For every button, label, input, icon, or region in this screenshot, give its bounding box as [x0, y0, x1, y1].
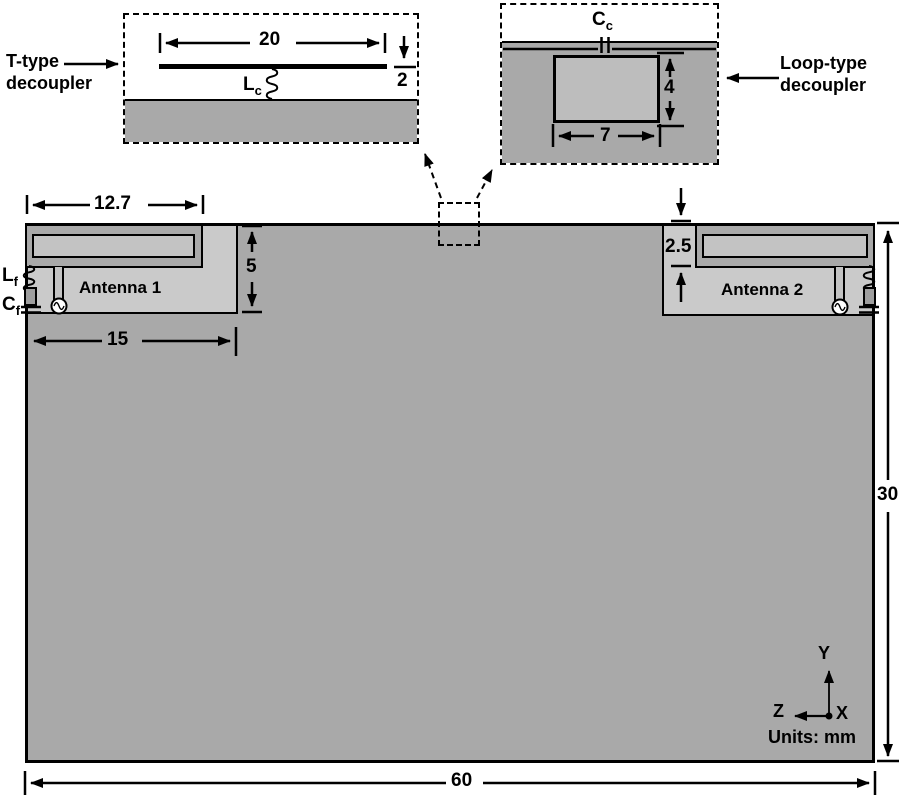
pointer-to-t-inset [424, 153, 442, 199]
t-type-label-line2: decoupler [6, 73, 93, 93]
t-type-inset-ground [125, 99, 417, 142]
dim-12-7-value: 12.7 [94, 193, 131, 214]
axis-x-label: X [836, 703, 849, 723]
dim-5-value: 5 [246, 256, 257, 277]
axis-y-label: Y [818, 643, 831, 663]
dim-60 [23, 771, 877, 795]
antenna2-label: Antenna 2 [721, 280, 804, 299]
t-type-inset-box [123, 13, 419, 144]
dim-60-value: 60 [451, 770, 473, 791]
lc-label: Lc [243, 74, 262, 98]
t-type-strip [159, 64, 387, 69]
dim-2-5-value: 2.5 [665, 236, 692, 257]
antenna2-strip-slot [702, 234, 868, 258]
dim-7-value: 7 [600, 125, 611, 146]
loop-type-label-line2: decoupler [780, 75, 867, 95]
antenna1-strip-slot [32, 234, 195, 258]
units-label: Units: mm [768, 727, 857, 747]
axis-z-label: Z [773, 701, 784, 721]
dim-30-value: 30 [877, 484, 899, 506]
dim-2-value: 2 [397, 70, 408, 91]
dim-15-value: 15 [107, 329, 129, 350]
loop-type-label-line1: Loop-type [780, 53, 867, 73]
t-type-label-line1: T-type [6, 51, 60, 71]
lf-label-left: Lf [2, 265, 18, 289]
cf-label-left: Cf [2, 294, 21, 318]
loop-slot [553, 55, 660, 123]
antenna1-label: Antenna 1 [79, 278, 162, 297]
antenna1-feed-stub [53, 267, 64, 305]
antenna2-feed-stub [834, 267, 845, 305]
cc-label: Cc [592, 9, 613, 33]
decoupler-location-box [438, 202, 480, 246]
dim-4-value: 4 [664, 77, 675, 98]
dim-20-value: 20 [259, 29, 281, 50]
loop-type-inset-box [500, 3, 719, 165]
pointer-to-loop-inset [476, 169, 493, 199]
